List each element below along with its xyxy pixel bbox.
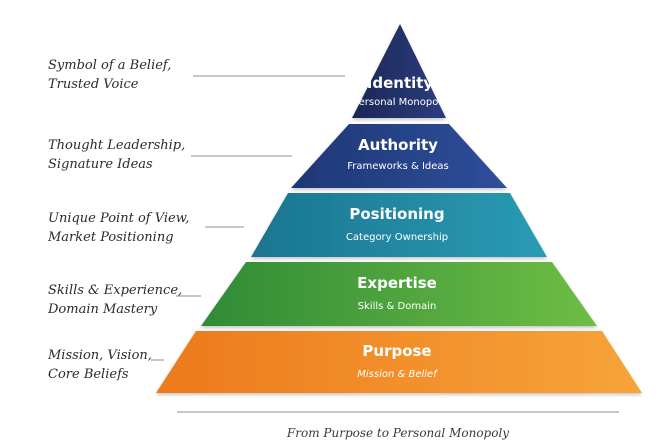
tier-authority-subtitle: Frameworks & Ideas <box>347 161 449 172</box>
tier-purpose-title: Purpose <box>362 342 431 360</box>
tier-positioning-subtitle: Category Ownership <box>346 232 448 243</box>
caption: From Purpose to Personal Monopoly <box>286 426 509 440</box>
tier-authority <box>291 124 507 188</box>
tier-purpose-subtitle: Mission & Belief <box>357 369 438 380</box>
tier-identity-title: Identity <box>367 74 434 92</box>
tier-positioning <box>251 193 547 257</box>
tier-positioning-title: Positioning <box>349 205 444 223</box>
tier-identity-subtitle: Personal Monopoly <box>353 97 447 108</box>
side-label-authority: Thought Leadership, Signature Ideas <box>48 138 189 172</box>
side-label-expertise: Skills & Experience, Domain Mastery <box>47 283 186 317</box>
side-label-purpose: Mission, Vision, Core Beliefs <box>47 348 156 382</box>
tier-expertise-subtitle: Skills & Domain <box>358 301 437 312</box>
tier-authority-title: Authority <box>358 136 438 154</box>
tier-identity <box>352 24 446 118</box>
side-label-positioning: Unique Point of View, Market Positioning <box>47 211 194 245</box>
side-label-identity: Symbol of a Belief, Trusted Voice <box>48 58 176 92</box>
tier-expertise-title: Expertise <box>357 274 437 292</box>
tier-expertise <box>201 262 597 326</box>
tier-purpose <box>156 331 642 393</box>
